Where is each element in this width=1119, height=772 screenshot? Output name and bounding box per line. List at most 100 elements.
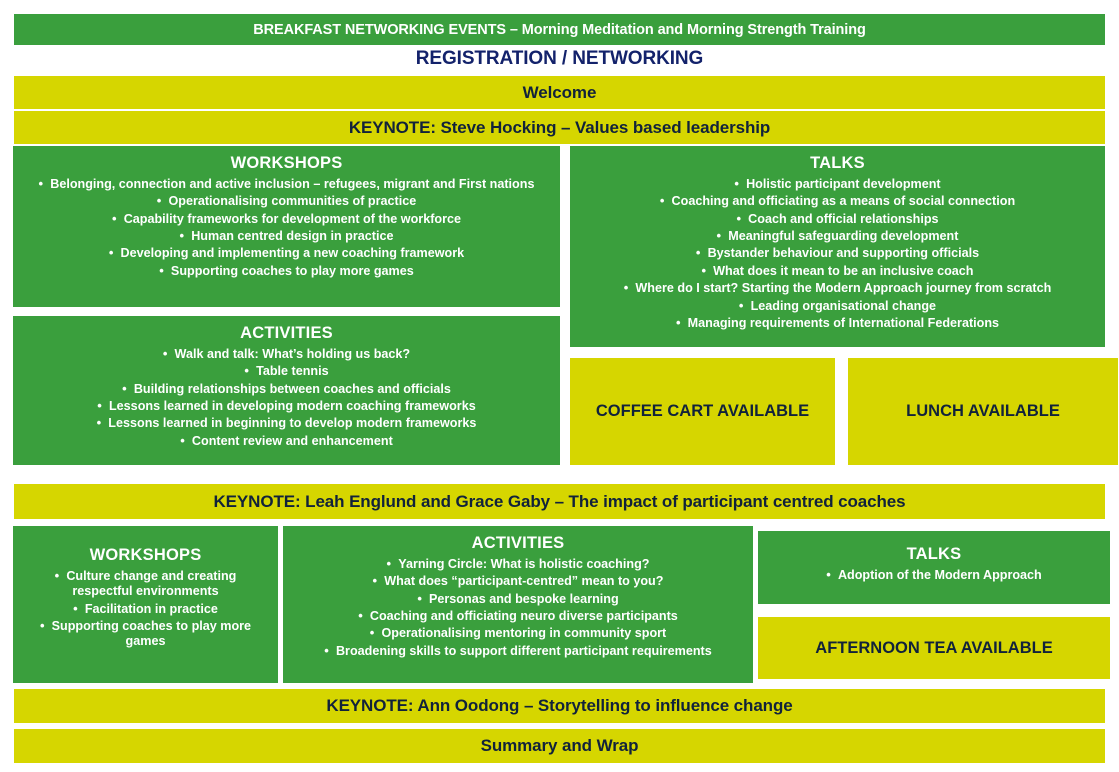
lunch-label: LUNCH AVAILABLE: [906, 402, 1060, 420]
afternoon-tea-box: AFTERNOON TEA AVAILABLE: [758, 617, 1110, 679]
session-item-label: Holistic participant development: [746, 177, 941, 191]
session-item: •Lessons learned in beginning to develop…: [23, 415, 550, 431]
bullet-icon: •: [180, 432, 185, 448]
session-item: •Developing and implementing a new coach…: [23, 245, 550, 261]
afternoon-talks-title: TALKS: [906, 545, 962, 563]
session-item: • Supporting coaches to play more games: [23, 263, 550, 279]
bullet-icon: •: [659, 193, 665, 209]
registration-networking-label: REGISTRATION / NETWORKING: [415, 48, 704, 69]
bullet-icon: •: [244, 363, 249, 379]
session-item-label: Supporting coaches to play more games: [51, 619, 252, 649]
afternoon-workshops-title: WORKSHOPS: [89, 546, 202, 564]
keynote-2-label: KEYNOTE: Leah Englund and Grace Gaby – T…: [213, 491, 906, 511]
breakfast-networking-label: BREAKFAST NETWORKING EVENTS – Morning Me…: [253, 21, 866, 38]
keynote-3-bar: KEYNOTE: Ann Oodong – Storytelling to in…: [14, 689, 1105, 723]
session-item-label: Managing requirements of International F…: [687, 315, 1000, 330]
session-item-label: Walk and talk: What’s holding us back?: [174, 347, 411, 361]
session-item-label: What does it mean to be an inclusive coa…: [713, 263, 974, 278]
session-item-label: Supporting coaches to play more games: [170, 263, 414, 278]
afternoon-activities-panel: ACTIVITIES • Yarning Circle: What is holi…: [283, 526, 753, 683]
afternoon-activities-title: ACTIVITIES: [471, 534, 565, 552]
afternoon-workshops-list: •Culture change and creating respectful …: [23, 568, 268, 650]
bullet-icon: •: [386, 556, 392, 571]
keynote-2-bar: KEYNOTE: Leah Englund and Grace Gaby – T…: [14, 484, 1105, 519]
session-item-label: Bystander behaviour and supporting offic…: [707, 246, 980, 261]
morning-talks-list: •Holistic participant development•Coachi…: [580, 176, 1095, 331]
session-item: • Bystander behaviour and supporting offi…: [580, 245, 1095, 261]
session-item: • Lessons learned in developing modern co…: [23, 398, 550, 414]
bullet-icon: •: [736, 210, 742, 226]
session-item: •Facilitation in practice: [23, 601, 268, 617]
bullet-icon: •: [372, 573, 378, 589]
keynote-3-label: KEYNOTE: Ann Oodong – Storytelling to in…: [326, 696, 793, 715]
keynote-1-label: KEYNOTE: Steve Hocking – Values based le…: [348, 117, 771, 137]
bullet-icon: •: [695, 245, 701, 261]
bullet-icon: •: [54, 568, 60, 583]
morning-workshops-list: • Belonging, connection and active inclus…: [23, 176, 550, 279]
session-item: • Coaching and officiating as a means of …: [580, 193, 1095, 209]
welcome-bar: Welcome: [14, 76, 1105, 109]
morning-activities-list: • Walk and talk: What’s holding us back? •…: [23, 346, 550, 449]
bullet-icon: •: [159, 262, 164, 278]
session-item: •Coaching and officiating neuro diverse …: [293, 608, 743, 624]
morning-talks-title: TALKS: [810, 154, 865, 172]
session-item: • Managing requirements of International …: [580, 315, 1095, 331]
bullet-icon: •: [38, 176, 44, 191]
session-item-label: Yarning Circle: What is holistic coachin…: [398, 557, 650, 571]
afternoon-activities-list: • Yarning Circle: What is holistic coachi…: [293, 556, 743, 659]
session-item-label: Culture change and creating respectful e…: [66, 569, 237, 599]
session-item: •Personas and bespoke learning: [293, 591, 743, 607]
session-item: • Operationalising communities of practic…: [23, 193, 550, 209]
bullet-icon: •: [97, 398, 102, 414]
morning-activities-title: ACTIVITIES: [240, 324, 333, 342]
bullet-icon: •: [826, 567, 831, 582]
session-item-label: Coach and official relationships: [748, 211, 939, 226]
session-item-label: Coaching and officiating as a means of s…: [671, 194, 1016, 209]
bullet-icon: •: [156, 193, 162, 209]
session-item: •Meaningful safeguarding development: [580, 228, 1095, 244]
coffee-cart-label: COFFEE CART AVAILABLE: [595, 402, 810, 420]
session-item: • Table tennis: [23, 363, 550, 379]
bullet-icon: •: [738, 297, 744, 313]
session-item: • Supporting coaches to play more games: [23, 618, 268, 650]
registration-networking-bar: REGISTRATION / NETWORKING: [14, 45, 1105, 73]
bullet-icon: •: [162, 346, 168, 361]
session-item: • Human centred design in practice: [23, 228, 550, 244]
morning-workshops-title: WORKSHOPS: [230, 154, 343, 172]
afternoon-workshops-panel: WORKSHOPS •Culture change and creating r…: [13, 526, 278, 683]
session-item: •Building relationships between coaches …: [23, 381, 550, 397]
bullet-icon: •: [39, 618, 45, 634]
bullet-icon: •: [73, 600, 78, 616]
keynote-1-bar: KEYNOTE: Steve Hocking – Values based le…: [14, 111, 1105, 144]
session-item-label: Belonging, connection and active inclusi…: [50, 177, 535, 191]
session-item-label: Operationalising communities of practice: [168, 194, 417, 209]
bullet-icon: •: [96, 415, 102, 431]
bullet-icon: •: [369, 625, 375, 641]
summary-wrap-bar: Summary and Wrap: [14, 729, 1105, 763]
bullet-icon: •: [324, 642, 329, 658]
session-item: •Leading organisational change: [580, 298, 1095, 314]
bullet-icon: •: [358, 608, 363, 624]
afternoon-talks-list: •Adoption of the Modern Approach: [768, 567, 1100, 583]
session-item-label: Capability frameworks for development of…: [123, 211, 461, 226]
session-item-label: Content review and enhancement: [191, 433, 393, 448]
session-item: • What does “participant-centred” mean to…: [293, 573, 743, 589]
breakfast-networking-bar: BREAKFAST NETWORKING EVENTS – Morning Me…: [14, 14, 1105, 45]
session-item: • Content review and enhancement: [23, 433, 550, 449]
bullet-icon: •: [112, 210, 117, 226]
afternoon-talks-panel: TALKS •Adoption of the Modern Approach: [758, 531, 1110, 604]
session-item: • Culture change and creating respectful …: [23, 568, 268, 600]
session-item-label: Table tennis: [256, 364, 329, 379]
morning-workshops-panel: WORKSHOPS • Belonging, connection and act…: [13, 146, 560, 307]
session-item-label: Human centred design in practice: [191, 229, 394, 244]
session-item-label: Broadening skills to support different p…: [335, 643, 712, 658]
session-item-label: What does “participant-centred” mean to …: [384, 574, 664, 589]
session-item: • Coach and official relationships: [580, 211, 1095, 227]
bullet-icon: •: [675, 314, 681, 330]
session-item-label: Lessons learned in developing modern coa…: [108, 399, 476, 414]
session-item-label: Building relationships between coaches a…: [133, 381, 451, 396]
bullet-icon: •: [179, 228, 185, 244]
session-item: •Holistic participant development: [580, 176, 1095, 192]
lunch-box: LUNCH AVAILABLE: [848, 358, 1118, 465]
